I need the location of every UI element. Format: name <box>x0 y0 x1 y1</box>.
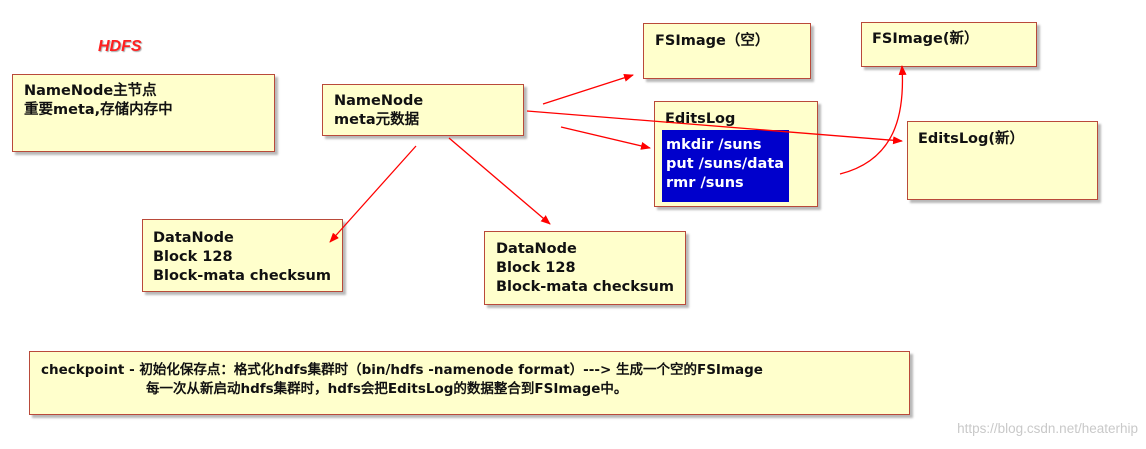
datanode-left-line-2: Block 128 <box>153 249 233 265</box>
editslog-command-1: mkdir /suns <box>666 137 762 153</box>
arrow-namenode-to-fsimage-empty <box>542 73 634 105</box>
editslog-new-label: EditsLog(新） <box>918 131 1025 147</box>
datanode-right-box: DataNode Block 128 Block-mata checksum <box>484 231 686 305</box>
editslog-new-box: EditsLog(新） <box>907 121 1098 200</box>
checkpoint-line-2: 每一次从新启动hdfs集群时，hdfs会把EditsLog的数据整合到FSIma… <box>146 381 628 397</box>
datanode-left-line-3: Block-mata checksum <box>153 268 331 284</box>
arrow-to-editslog <box>560 126 651 150</box>
datanode-right-line-1: DataNode <box>496 241 577 257</box>
watermark-text: https://blog.csdn.net/heaterhip <box>957 421 1138 436</box>
namenode-main-line-1: NameNode主节点 <box>24 83 157 99</box>
editslog-command-2: put /suns/data <box>666 156 785 172</box>
fsimage-empty-label: FSImage（空） <box>655 33 770 49</box>
datanode-left-box: DataNode Block 128 Block-mata checksum <box>142 219 343 292</box>
datanode-right-line-2: Block 128 <box>496 260 576 276</box>
namenode-main-line-2: 重要meta,存储内存中 <box>24 102 173 118</box>
namenode-meta-box: NameNode meta元数据 <box>322 84 524 136</box>
namenode-meta-line-1: NameNode <box>334 93 424 109</box>
arrow-merge-to-fsimage-new <box>839 65 907 175</box>
checkpoint-note-box: checkpoint - 初始化保存点：格式化hdfs集群时（bin/hdfs … <box>29 351 910 415</box>
fsimage-new-box: FSImage(新） <box>861 22 1037 67</box>
checkpoint-line-1: checkpoint - 初始化保存点：格式化hdfs集群时（bin/hdfs … <box>41 362 763 378</box>
namenode-main-box: NameNode主节点 重要meta,存储内存中 <box>12 74 275 152</box>
fsimage-empty-box: FSImage（空） <box>643 23 811 79</box>
arrow-namenode-to-datanode-right <box>448 137 551 225</box>
editslog-command-3: rmr /suns <box>666 175 744 191</box>
editslog-commands-block: mkdir /suns put /suns/data rmr /suns <box>662 130 789 202</box>
datanode-right-line-3: Block-mata checksum <box>496 279 674 295</box>
namenode-meta-line-2: meta元数据 <box>334 112 420 128</box>
fsimage-new-label: FSImage(新） <box>872 31 979 47</box>
editslog-label: EditsLog <box>665 111 736 127</box>
diagram-title: HDFS <box>98 38 142 55</box>
datanode-left-line-1: DataNode <box>153 230 234 246</box>
